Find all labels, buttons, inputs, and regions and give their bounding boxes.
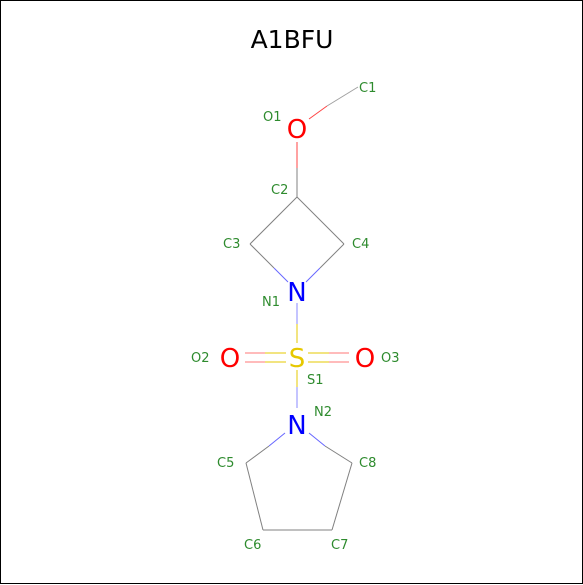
atom-label-c1: C1 xyxy=(359,81,376,96)
bond-n2-c5 xyxy=(245,445,270,464)
bond-c4-n1 xyxy=(319,243,345,269)
atom-label-n2: N2 xyxy=(314,405,332,420)
bond-c5-c6 xyxy=(245,462,264,531)
diagram-title: A1BFU xyxy=(251,25,334,54)
element-symbols: O N S O O N xyxy=(220,115,375,441)
atom-label-o3: O3 xyxy=(381,351,400,366)
bonds xyxy=(245,86,359,531)
bond-o1-c1 xyxy=(308,105,328,120)
atom-n2-symbol: N xyxy=(287,411,306,441)
atom-label-c3: C3 xyxy=(223,237,240,252)
atom-n1-symbol: N xyxy=(287,278,306,308)
atom-label-n1: N1 xyxy=(262,295,280,310)
atom-label-o2: O2 xyxy=(191,351,210,366)
bond-c3-n1 xyxy=(249,243,275,269)
atom-s1-symbol: S xyxy=(289,344,306,374)
atom-label-o1: O1 xyxy=(263,110,282,125)
bond-c7-c8 xyxy=(331,462,353,531)
bond-n2-c8 xyxy=(308,432,326,447)
atom-label-c2: C2 xyxy=(271,183,288,198)
bond-o1-c1 xyxy=(326,86,359,107)
bond-n2-c5 xyxy=(268,432,286,447)
bond-c4-n1 xyxy=(305,267,321,283)
bond-c2-c3 xyxy=(249,196,298,245)
atom-label-c7: C7 xyxy=(331,538,348,553)
atom-label-s1: S1 xyxy=(307,373,324,388)
bond-c3-n1 xyxy=(273,267,289,283)
atom-o1-symbol: O xyxy=(287,115,307,145)
atom-label-c6: C6 xyxy=(244,538,261,553)
atom-labels: C1 O1 C2 C3 C4 N1 O2 O3 S1 N2 C5 C8 C6 C… xyxy=(191,81,400,553)
bond-c2-c4 xyxy=(296,196,345,245)
atom-o3-symbol: O xyxy=(355,344,375,374)
atom-label-c4: C4 xyxy=(352,237,369,252)
atom-o2-symbol: O xyxy=(220,344,240,374)
atom-label-c5: C5 xyxy=(217,456,234,471)
atom-label-c8: C8 xyxy=(359,456,376,471)
bond-n2-c8 xyxy=(324,445,353,464)
